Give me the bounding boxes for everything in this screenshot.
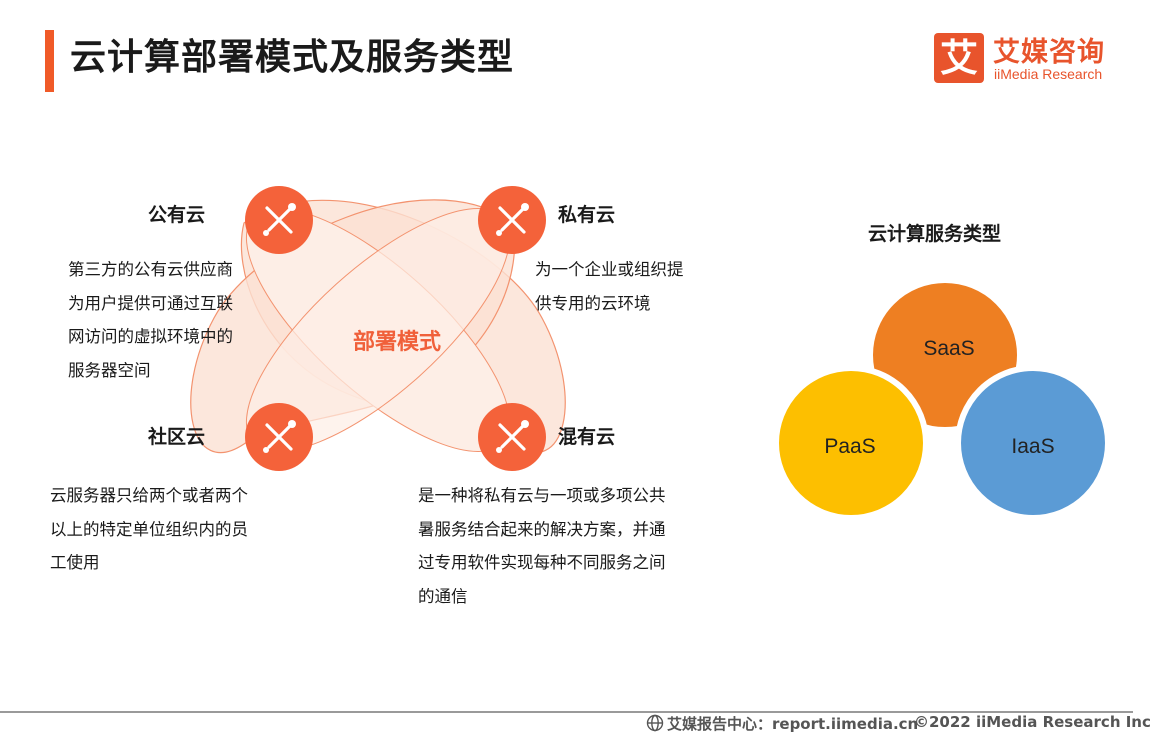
node-community [245, 403, 313, 471]
node-title-hybrid: 混有云 [558, 426, 616, 448]
tools-icon [496, 203, 529, 236]
desc-line: 为用户提供可通过互联 [68, 293, 233, 313]
tools-icon [263, 203, 296, 236]
desc-line: 是一种将私有云与一项或多项公共 [418, 486, 666, 505]
paas-label: PaaS [824, 435, 876, 458]
logo-mark: 艾 [934, 33, 984, 83]
footer-divider [0, 711, 1133, 713]
desc-line: 以上的特定单位组织内的员 [50, 519, 248, 539]
desc-hybrid: 是一种将私有云与一项或多项公共 暑服务结合起来的解决方案，并通 过专用软件实现每… [418, 479, 666, 613]
logo-name-en: iiMedia Research [994, 66, 1103, 82]
globe-icon [646, 714, 664, 732]
desc-line: 过专用软件实现每种不同服务之间 [418, 553, 666, 572]
desc-line: 服务器空间 [68, 360, 151, 380]
desc-line: 工使用 [50, 553, 100, 572]
desc-line: 的通信 [418, 586, 468, 606]
desc-line: 供专用的云环境 [535, 293, 651, 313]
desc-line: 第三方的公有云供应商 [68, 260, 233, 279]
desc-line: 网访问的虚拟环境中的 [68, 327, 233, 346]
node-title-public: 公有云 [148, 204, 206, 226]
node-title-community: 社区云 [148, 426, 206, 448]
node-hybrid [478, 403, 546, 471]
title-accent-bar [45, 30, 54, 92]
paas-circle [773, 365, 929, 521]
services-diagram [773, 277, 1111, 521]
desc-public: 第三方的公有云供应商 为用户提供可通过互联 网访问的虚拟环境中的 服务器空间 [68, 253, 233, 387]
node-public [245, 186, 313, 254]
desc-community: 云服务器只给两个或者两个 以上的特定单位组织内的员 工使用 [50, 479, 248, 580]
deployment-center-label: 部署模式 [352, 330, 441, 355]
iaas-label: IaaS [1011, 435, 1055, 458]
iaas-circle [955, 365, 1111, 521]
services-title: 云计算服务类型 [868, 223, 1002, 245]
tools-icon [263, 420, 296, 453]
orbit-rings [190, 199, 566, 454]
desc-line: 暑服务结合起来的解决方案，并通 [418, 519, 666, 539]
footer-copyright: ©2022 iiMedia Research Inc [914, 713, 1151, 731]
desc-line: 云服务器只给两个或者两个 [50, 486, 248, 505]
footer-source: 艾媒报告中心：report.iimedia.cn [667, 715, 919, 733]
logo-name-cn: 艾媒咨询 [993, 37, 1105, 68]
node-private [478, 186, 546, 254]
page-title: 云计算部署模式及服务类型 [70, 37, 515, 78]
saas-label: SaaS [923, 337, 975, 360]
tools-icon [496, 420, 529, 453]
logo: 艾 艾媒咨询 iiMedia Research [934, 33, 1124, 85]
desc-private: 为一个企业或组织提 供专用的云环境 [535, 253, 684, 320]
desc-line: 为一个企业或组织提 [535, 260, 684, 279]
node-title-private: 私有云 [558, 204, 616, 226]
